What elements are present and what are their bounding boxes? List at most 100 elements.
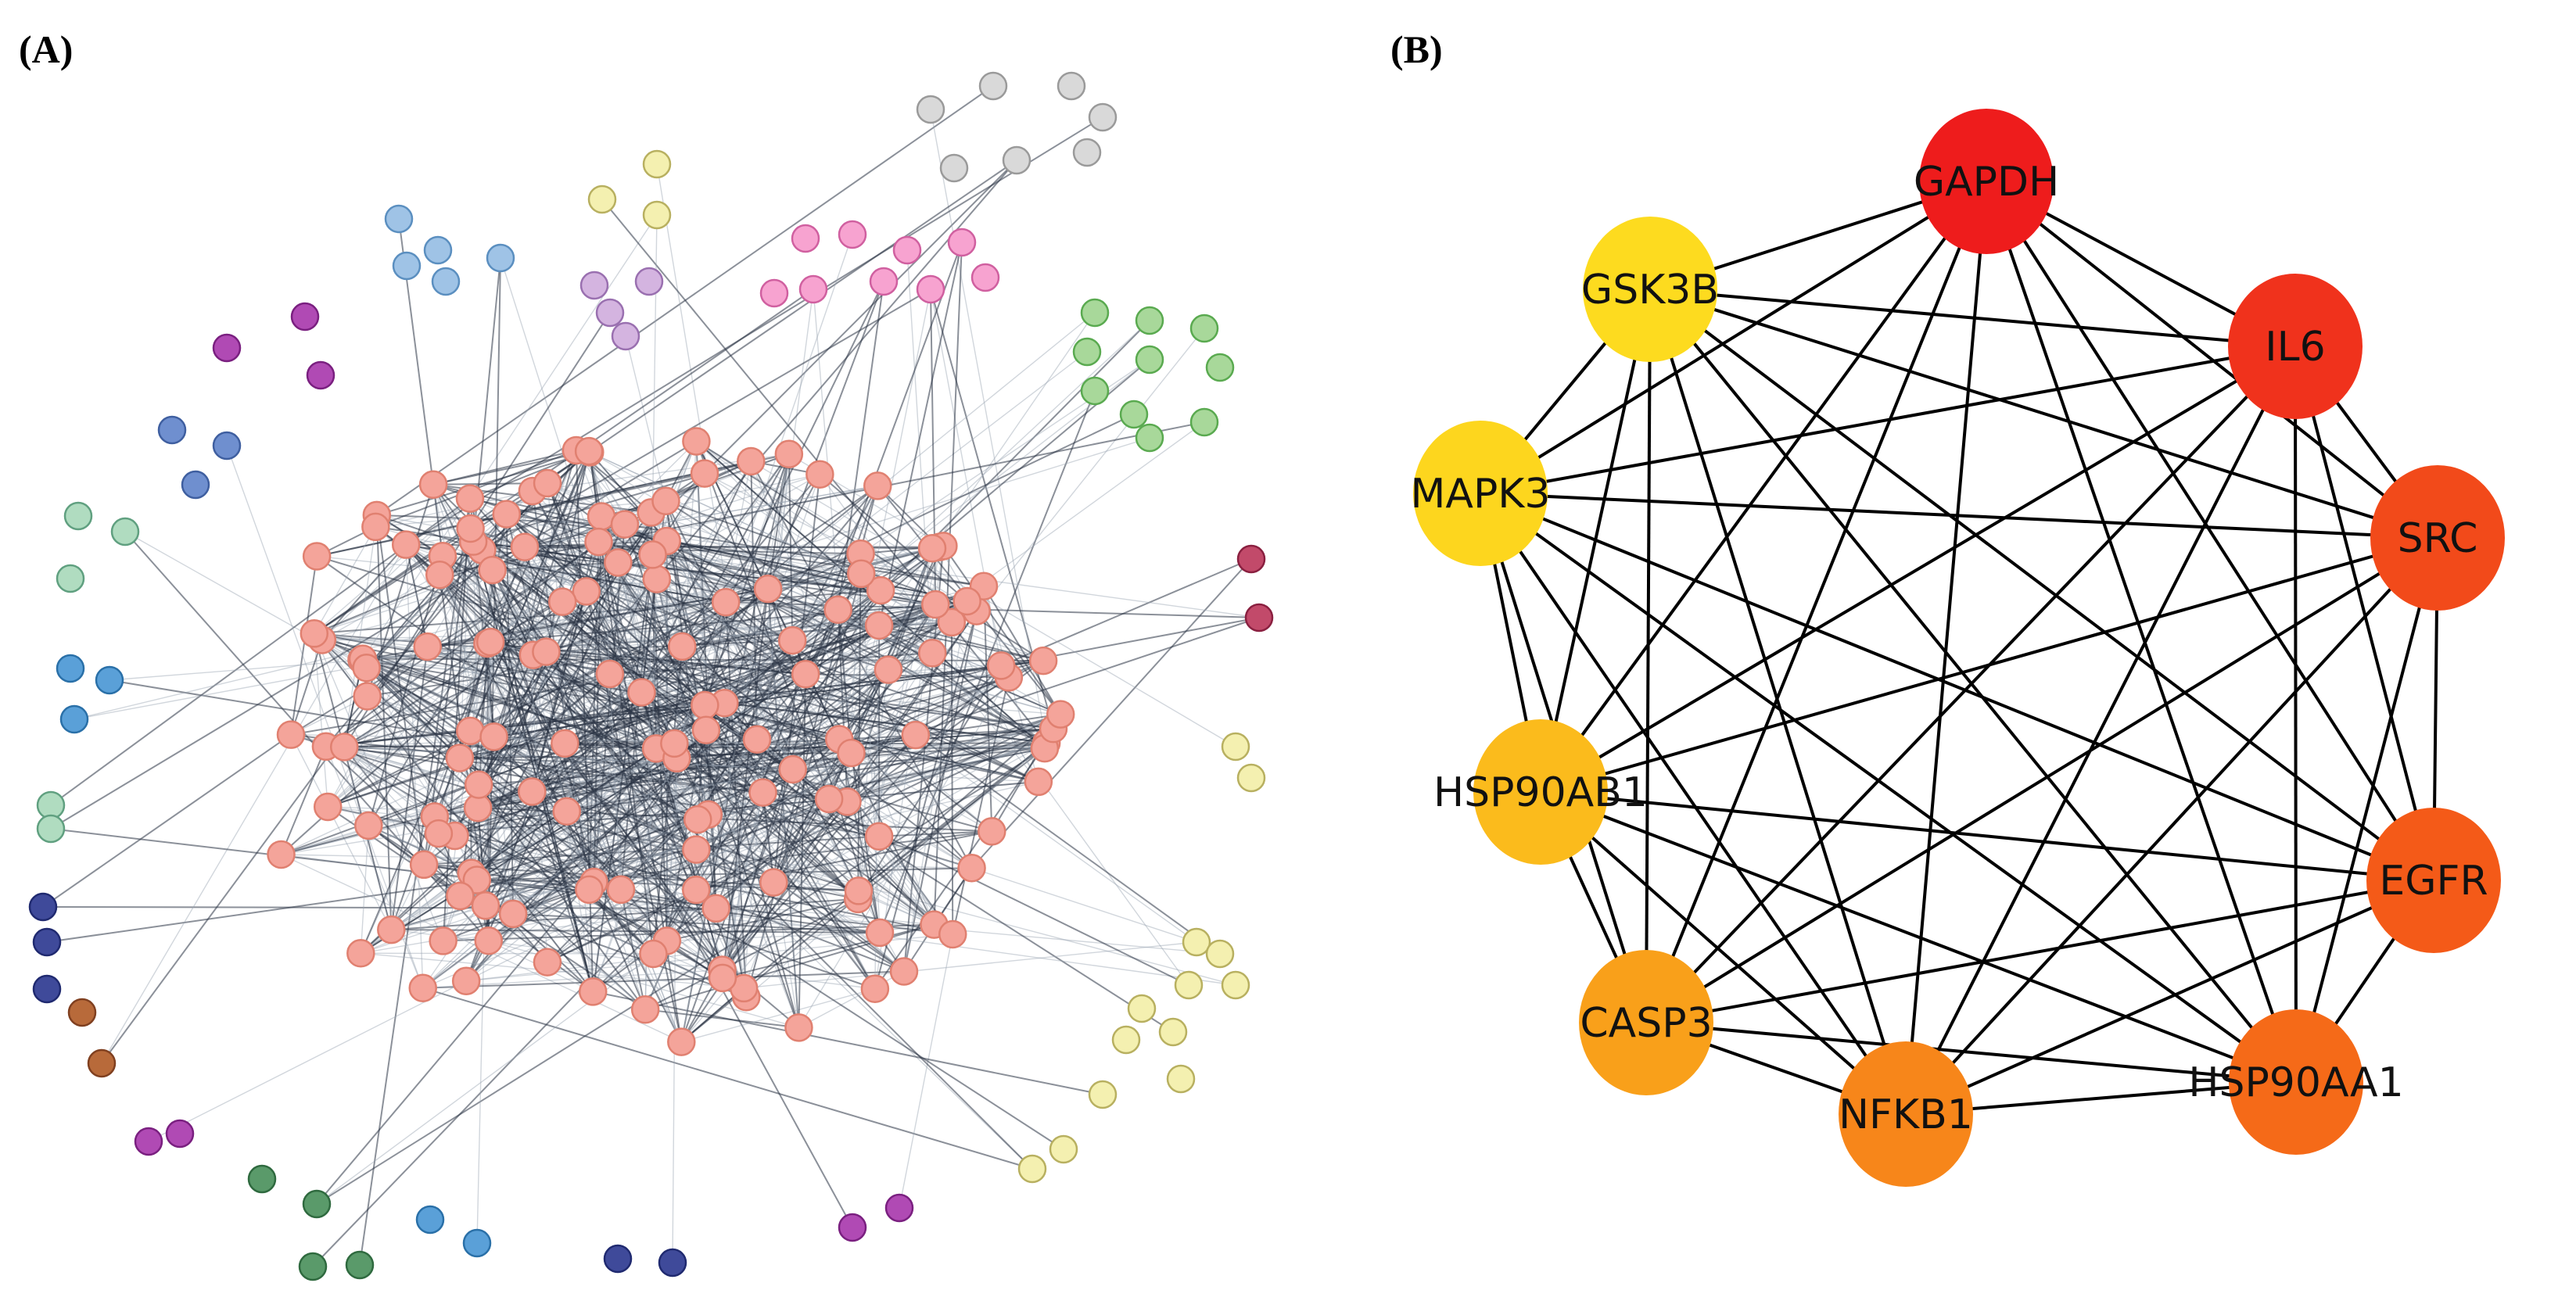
network-a-edge [533,610,977,656]
network-a-node [28,892,58,922]
network-a-node [784,1013,813,1042]
network-a-node [682,835,711,864]
network-a-node [864,822,894,851]
gene-node-circle [2366,808,2501,953]
network-a-edge [469,450,577,732]
network-a-edge [492,553,861,571]
network-a-edge [343,650,547,748]
network-a-edge [952,677,1010,935]
network-a-edge [360,825,370,954]
network-a-node [1205,353,1235,382]
network-a-node [579,271,609,300]
network-a-edge [281,665,1002,855]
network-a-node [658,1248,687,1278]
network-a-node [446,881,475,911]
network-a-node [1166,1064,1196,1094]
network-a-edge [321,639,471,732]
network-a-edge [743,453,790,988]
network-a-node [1221,970,1250,1000]
network-a-edge [487,643,1054,730]
network-a-edge [656,579,935,926]
gene-node-src: SRC [2370,465,2505,611]
network-a-edge [290,640,323,735]
network-a-edge [478,784,646,1010]
network-a-node [869,267,899,296]
network-a-edge [325,541,600,747]
network-b-edge [1479,180,1988,495]
network-a-edge [471,702,725,874]
network-a-edge [930,288,1002,666]
network-a-edge [625,335,667,501]
network-a-node [247,1164,277,1194]
gene-node-circle [2228,274,2363,419]
network-a-node [805,460,834,489]
network-a-edge [325,660,1044,747]
network-a-edge [327,806,392,930]
network-a-edge [722,970,905,979]
network-a-node [1127,994,1157,1023]
network-b-edge [2294,346,2435,881]
network-a-node [584,527,613,557]
network-a-node [1135,423,1164,453]
network-a-edge [442,556,590,891]
network-a-node [611,321,640,351]
network-a-edge [476,814,709,881]
gene-node-label: IL6 [2265,324,2325,371]
network-a-node [1205,939,1235,969]
network-a-node [864,611,894,640]
network-a-node [302,542,332,571]
network-a-node [668,632,697,661]
network-b-edges [1479,180,2439,1116]
network-a-node [212,431,242,460]
network-a-node [642,200,672,230]
network-a-node [1088,102,1118,132]
network-a-edge [439,421,1205,576]
network-a-node [302,1189,332,1219]
network-a-edge [879,830,992,837]
network-b-edge [1540,790,2434,882]
network-a-edge [360,588,769,954]
network-a-edge [652,752,852,955]
network-a-node [1182,927,1211,957]
network-a-edge [343,746,646,1010]
network-a-edge [750,460,1236,747]
gene-node-label: GSK3B [1581,267,1719,314]
network-a-node [587,185,617,214]
network-a-node [474,926,504,955]
network-a-node [498,899,528,929]
network-a-node [642,149,672,179]
gene-node-label: SRC [2398,515,2478,562]
network-a-edge [933,242,963,925]
network-a-node [354,811,383,840]
network-a-node [353,682,382,711]
network-a-edge [655,748,747,998]
network-a-edge [653,801,848,955]
network-b-edge [1645,181,1988,1023]
network-a-edge [512,819,698,915]
network-a-node [798,274,828,304]
network-a-edge [314,633,328,808]
network-a-edge [513,881,774,915]
network-a-edge [524,485,878,548]
network-a-edge [472,541,747,998]
network-a-node [777,625,807,655]
network-a-edge [281,728,1054,855]
network-a-edge [838,320,1150,611]
network-a-node [947,228,977,257]
network-a-edge [321,498,471,641]
network-a-edge [745,742,1047,998]
network-a-edge [314,474,820,634]
gene-node-circle [1413,421,1548,566]
network-a-node [361,512,390,542]
network-a-node [651,486,680,516]
network-a-node [1111,1025,1141,1055]
network-a-edge [405,544,595,883]
network-a-node [844,876,874,905]
network-a-edge [545,450,590,652]
network-a-edge [666,540,935,926]
network-a-edge [561,601,707,731]
network-a-edge [74,601,563,720]
network-a-node [425,560,454,589]
network-a-node [683,805,712,834]
